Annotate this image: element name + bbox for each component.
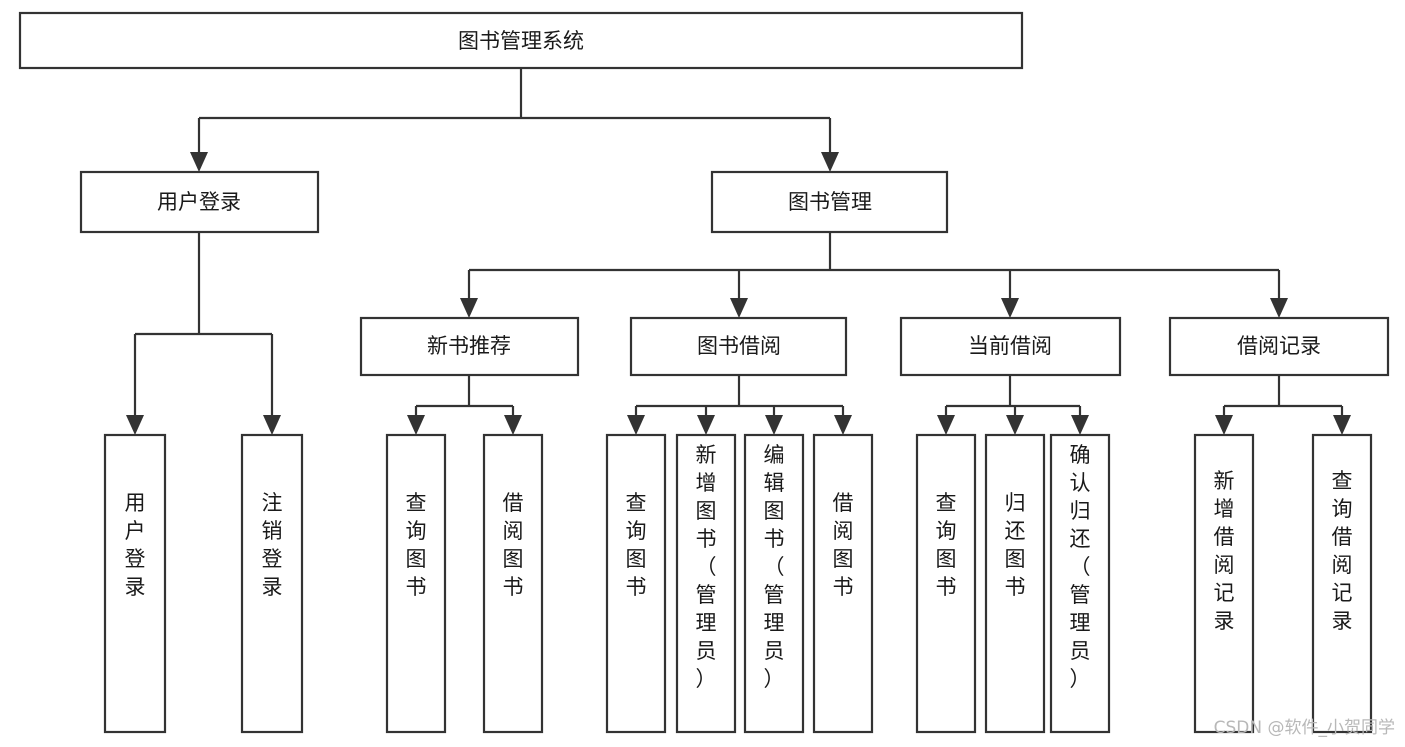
node-leaf-query-borrow-record[interactable]: 查询借阅记录	[1311, 433, 1373, 734]
arrow-user-login-leaf-1	[126, 415, 144, 435]
node-borrow-record-box[interactable]	[1168, 316, 1390, 377]
node-leaf-edit-book-admin-label: 编辑图书（管理员）	[764, 443, 785, 691]
arrow-bb-leaf-1	[627, 415, 645, 435]
node-leaf-add-borrow-record-label: 新增借阅记录	[1214, 469, 1235, 633]
node-new-book-recommend-box[interactable]	[359, 316, 580, 377]
arrow-cb-leaf-2	[1006, 415, 1024, 435]
node-leaf-add-borrow-record[interactable]: 新增借阅记录	[1193, 433, 1255, 734]
node-leaf-return-book[interactable]: 归还图书	[984, 433, 1046, 734]
node-current-borrow[interactable]: 当前借阅	[899, 316, 1122, 377]
node-leaf-add-book-admin-box[interactable]	[675, 433, 737, 734]
node-book-management-label: 图书管理	[788, 190, 872, 214]
node-leaf-user-login-box[interactable]	[103, 433, 167, 734]
node-leaf-query-book-1[interactable]: 查询图书	[385, 433, 447, 734]
node-user-login[interactable]: 用户登录	[79, 170, 320, 234]
node-borrow-record[interactable]: 借阅记录	[1168, 316, 1390, 377]
node-root-box[interactable]	[18, 11, 1024, 70]
node-leaf-query-book-3-box[interactable]	[915, 433, 977, 734]
arrow-br-leaf-2	[1333, 415, 1351, 435]
node-book-borrow[interactable]: 图书借阅	[629, 316, 848, 377]
node-leaf-confirm-return-admin-box[interactable]	[1049, 433, 1111, 734]
node-leaf-logout-login-label: 注销登录	[262, 491, 283, 599]
node-leaf-borrow-book-1-box[interactable]	[482, 433, 544, 734]
node-leaf-confirm-return-admin-label: 确认归还（管理员）	[1070, 443, 1091, 691]
node-book-management-box[interactable]	[710, 170, 949, 234]
node-leaf-query-book-1-box[interactable]	[385, 433, 447, 734]
csdn-watermark: CSDN @软件_小贺同学	[1214, 718, 1395, 738]
node-leaf-query-book-1-label: 查询图书	[406, 491, 427, 599]
node-current-borrow-box[interactable]	[899, 316, 1122, 377]
node-leaf-logout-login[interactable]: 注销登录	[240, 433, 304, 734]
node-book-borrow-label: 图书借阅	[697, 334, 781, 358]
node-leaf-add-borrow-record-box[interactable]	[1193, 433, 1255, 734]
arrow-bb-leaf-3	[765, 415, 783, 435]
node-leaf-user-login[interactable]: 用户登录	[103, 433, 167, 734]
node-user-login-label: 用户登录	[157, 190, 241, 214]
node-leaf-edit-book-admin-box[interactable]	[743, 433, 805, 734]
node-leaf-borrow-book-2-box[interactable]	[812, 433, 874, 734]
arrow-br-leaf-1	[1215, 415, 1233, 435]
node-leaf-query-book-2-box[interactable]	[605, 433, 667, 734]
node-leaf-query-book-3-label: 查询图书	[936, 491, 957, 599]
node-leaf-query-book-2-label: 查询图书	[626, 491, 647, 599]
node-leaf-logout-login-box[interactable]	[240, 433, 304, 734]
arrow-nbr-leaf-1	[407, 415, 425, 435]
node-book-management[interactable]: 图书管理	[710, 170, 949, 234]
node-leaf-return-book-box[interactable]	[984, 433, 1046, 734]
node-leaf-query-borrow-record-box[interactable]	[1311, 433, 1373, 734]
arrow-bm-to-new-book-recommend	[460, 298, 478, 318]
node-leaf-borrow-book-2[interactable]: 借阅图书	[812, 433, 874, 734]
arrow-bm-to-borrow-record	[1270, 298, 1288, 318]
node-root[interactable]: 图书管理系统	[18, 11, 1024, 70]
node-leaf-borrow-book-2-label: 借阅图书	[833, 491, 854, 599]
connector-layer	[126, 68, 1351, 435]
arrow-cb-leaf-3	[1071, 415, 1089, 435]
node-user-login-box[interactable]	[79, 170, 320, 234]
arrow-cb-leaf-1	[937, 415, 955, 435]
node-leaf-query-book-3[interactable]: 查询图书	[915, 433, 977, 734]
arrow-nbr-leaf-2	[504, 415, 522, 435]
arrow-root-to-user-login	[190, 152, 208, 172]
node-leaf-user-login-label: 用户登录	[125, 491, 146, 599]
node-borrow-record-label: 借阅记录	[1237, 334, 1321, 358]
node-book-borrow-box[interactable]	[629, 316, 848, 377]
arrow-bm-to-current-borrow	[1001, 298, 1019, 318]
node-leaf-query-book-2[interactable]: 查询图书	[605, 433, 667, 734]
arrow-bb-leaf-2	[697, 415, 715, 435]
node-leaf-borrow-book-1[interactable]: 借阅图书	[482, 433, 544, 734]
arrow-bb-leaf-4	[834, 415, 852, 435]
node-root-label: 图书管理系统	[458, 29, 584, 53]
node-leaf-borrow-book-1-label: 借阅图书	[503, 491, 524, 599]
node-leaf-return-book-label: 归还图书	[1005, 491, 1026, 599]
node-leaf-edit-book-admin[interactable]: 编辑图书（管理员）	[743, 433, 805, 734]
node-leaf-query-borrow-record-label: 查询借阅记录	[1332, 469, 1353, 633]
node-leaf-add-book-admin[interactable]: 新增图书（管理员）	[675, 433, 737, 734]
node-current-borrow-label: 当前借阅	[968, 334, 1052, 358]
node-new-book-recommend[interactable]: 新书推荐	[359, 316, 580, 377]
arrow-user-login-leaf-2	[263, 415, 281, 435]
node-leaf-add-book-admin-label: 新增图书（管理员）	[696, 443, 717, 691]
arrow-root-to-book-management	[821, 152, 839, 172]
arrow-bm-to-book-borrow	[730, 298, 748, 318]
node-leaf-confirm-return-admin[interactable]: 确认归还（管理员）	[1049, 433, 1111, 734]
node-new-book-recommend-label: 新书推荐	[427, 334, 511, 358]
